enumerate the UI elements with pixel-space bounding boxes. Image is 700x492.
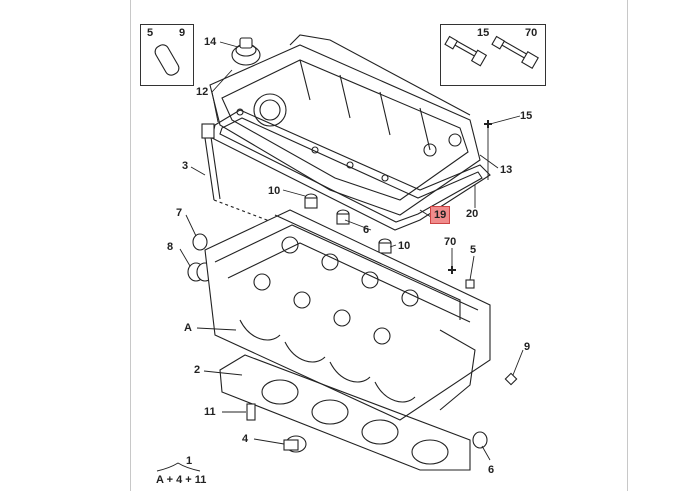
callout-6-bottom: 6: [488, 464, 495, 476]
diagram-frame: [130, 0, 628, 491]
ref-box-right: 15 70: [440, 24, 546, 86]
callout-8: 8: [167, 241, 174, 253]
callout-70: 70: [444, 236, 457, 248]
head-gasket-part: [219, 354, 471, 471]
callout-14: 14: [204, 36, 217, 48]
callout-15: 15: [520, 110, 533, 122]
callout-3: 3: [182, 160, 189, 172]
callout-10-mid: 10: [398, 240, 411, 252]
screw-15-part: [444, 35, 488, 67]
callout-formula: A + 4 + 11: [156, 474, 207, 486]
callout-12: 12: [196, 86, 209, 98]
part-5-square: [465, 279, 475, 289]
callout-1: 1: [186, 455, 193, 467]
dowel-pin-part: [154, 44, 180, 76]
ref-box-left-num-a: 5: [147, 27, 154, 39]
screw-70-part: [491, 35, 539, 69]
callout-5: 5: [470, 244, 477, 256]
oil-cap-part: [231, 37, 261, 66]
ref-box-right-num-b: 70: [525, 27, 538, 39]
cylinder-head-part: [204, 209, 491, 421]
callout-13: 13: [500, 164, 513, 176]
callout-6-top: 6: [363, 224, 370, 236]
callout-7: 7: [176, 207, 183, 219]
callout-20: 20: [466, 208, 479, 220]
ref-box-left-num-b: 9: [179, 27, 186, 39]
callout-2: 2: [194, 364, 201, 376]
dowel-11-part: [246, 403, 256, 421]
callout-19-highlighted: 19: [430, 206, 451, 224]
head-bolt-part: [201, 123, 281, 226]
plug-parts: [304, 193, 392, 254]
cylinder-head-cover-part: [209, 34, 481, 216]
callout-A: A: [184, 322, 192, 334]
leader-lines: [156, 41, 524, 472]
plug-6-part: [472, 431, 488, 449]
ref-box-right-num-a: 15: [477, 27, 490, 39]
cover-gasket-part: [211, 109, 491, 231]
plug-4-part: [283, 435, 307, 453]
callout-10-top: 10: [268, 185, 281, 197]
callout-4: 4: [242, 433, 249, 445]
callout-9: 9: [524, 341, 531, 353]
callout-11: 11: [204, 406, 216, 418]
part-9-square: [504, 372, 518, 386]
seal-parts: [187, 233, 214, 282]
